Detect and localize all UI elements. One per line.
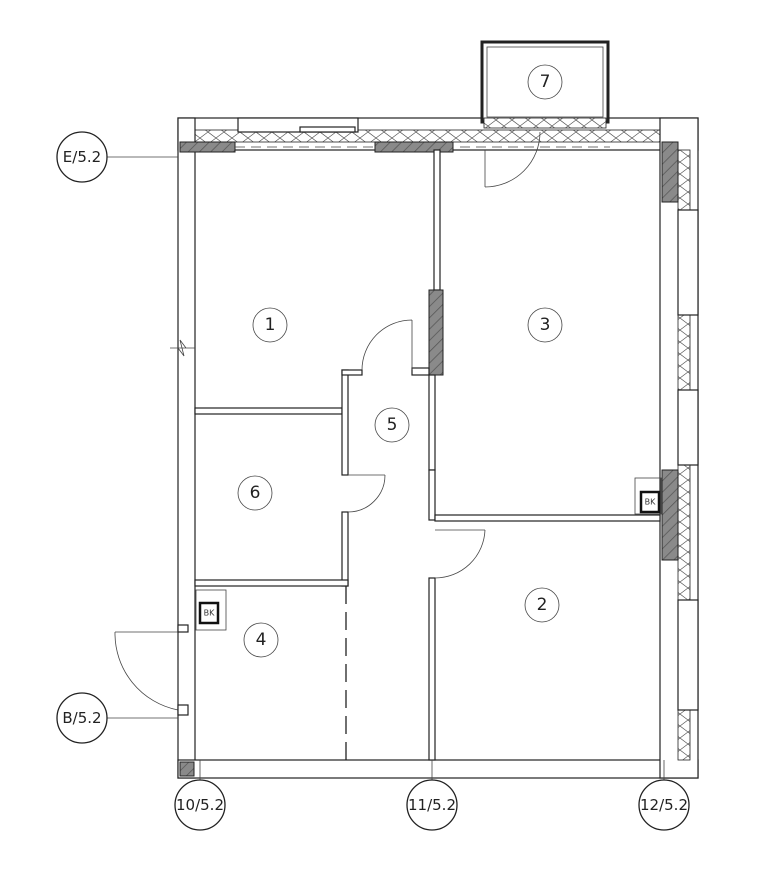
- svg-text:4: 4: [256, 630, 267, 650]
- svg-text:11/5.2: 11/5.2: [408, 796, 456, 814]
- axis-10: 10/5.2: [174, 760, 226, 831]
- svg-text:E/5.2: E/5.2: [63, 148, 101, 166]
- svg-text:5: 5: [387, 415, 398, 435]
- axis-b: B/5.2: [56, 692, 178, 744]
- svg-text:2: 2: [537, 595, 548, 615]
- axis-e: E/5.2: [56, 131, 178, 183]
- shaft-label: BK: [645, 498, 656, 507]
- outer-walls: [177, 117, 699, 779]
- axis-12: 12/5.2: [638, 760, 690, 831]
- shaft-left: BK: [195, 589, 227, 631]
- room-3-label: 3: [527, 307, 563, 343]
- room-5-label: 5: [374, 407, 410, 443]
- room-6-label: 6: [237, 475, 273, 511]
- balcony: [480, 40, 610, 129]
- room-4-label: 4: [243, 622, 279, 658]
- break-line: [170, 339, 195, 357]
- room-7-label: 7: [527, 64, 563, 100]
- svg-text:12/5.2: 12/5.2: [640, 796, 688, 814]
- axis-11: 11/5.2: [406, 760, 458, 831]
- shaft-label: BK: [204, 609, 215, 618]
- room-1-label: 1: [252, 307, 288, 343]
- doors: [114, 131, 541, 716]
- svg-text:6: 6: [250, 483, 261, 503]
- svg-text:B/5.2: B/5.2: [62, 709, 101, 727]
- svg-text:1: 1: [265, 315, 276, 335]
- svg-text:3: 3: [540, 315, 551, 335]
- svg-text:10/5.2: 10/5.2: [176, 796, 224, 814]
- interior-walls: [194, 149, 661, 761]
- svg-text:7: 7: [540, 72, 551, 92]
- room-2-label: 2: [524, 587, 560, 623]
- shaft-right: BK: [634, 477, 662, 515]
